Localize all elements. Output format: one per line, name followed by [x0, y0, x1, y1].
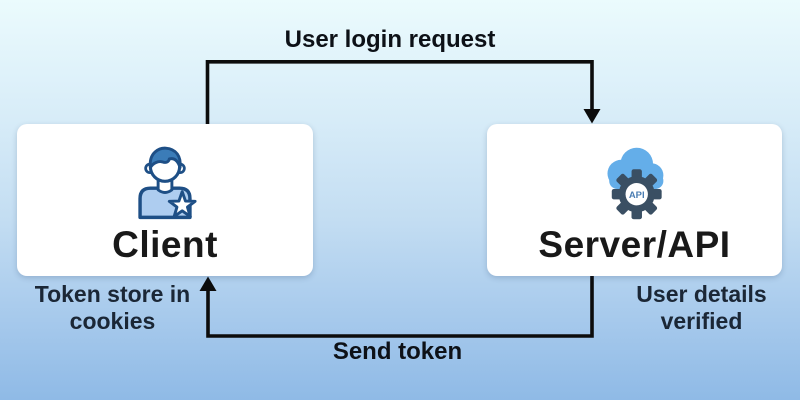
node-client: Client: [17, 124, 313, 276]
annotation-token-store-line1: Token store in: [34, 281, 191, 307]
node-server: API Server/API: [487, 124, 782, 276]
edge-label-user-login-request: User login request: [284, 26, 496, 53]
annotation-token-store-line2: cookies: [69, 308, 156, 335]
api-badge-text: API: [628, 189, 644, 200]
gear-shape: API: [611, 168, 662, 219]
cloud-gear-api-icon: API: [606, 147, 663, 219]
arrowhead-down-icon: [583, 109, 601, 124]
user-star-icon: [138, 146, 197, 219]
edge-user-login-request-arrow: [205, 60, 594, 124]
node-client-label: Client: [112, 223, 218, 265]
annotation-token-store: Token store in cookies: [15, 281, 210, 335]
node-server-label: Server/API: [538, 223, 731, 265]
annotation-user-details-line1: User details: [636, 281, 767, 307]
edge-label-send-token: Send token: [332, 338, 463, 365]
annotation-user-details-line2: verified: [660, 308, 743, 335]
annotation-user-details: User details verified: [604, 281, 799, 335]
edge-send-token-arrow: [206, 272, 594, 338]
